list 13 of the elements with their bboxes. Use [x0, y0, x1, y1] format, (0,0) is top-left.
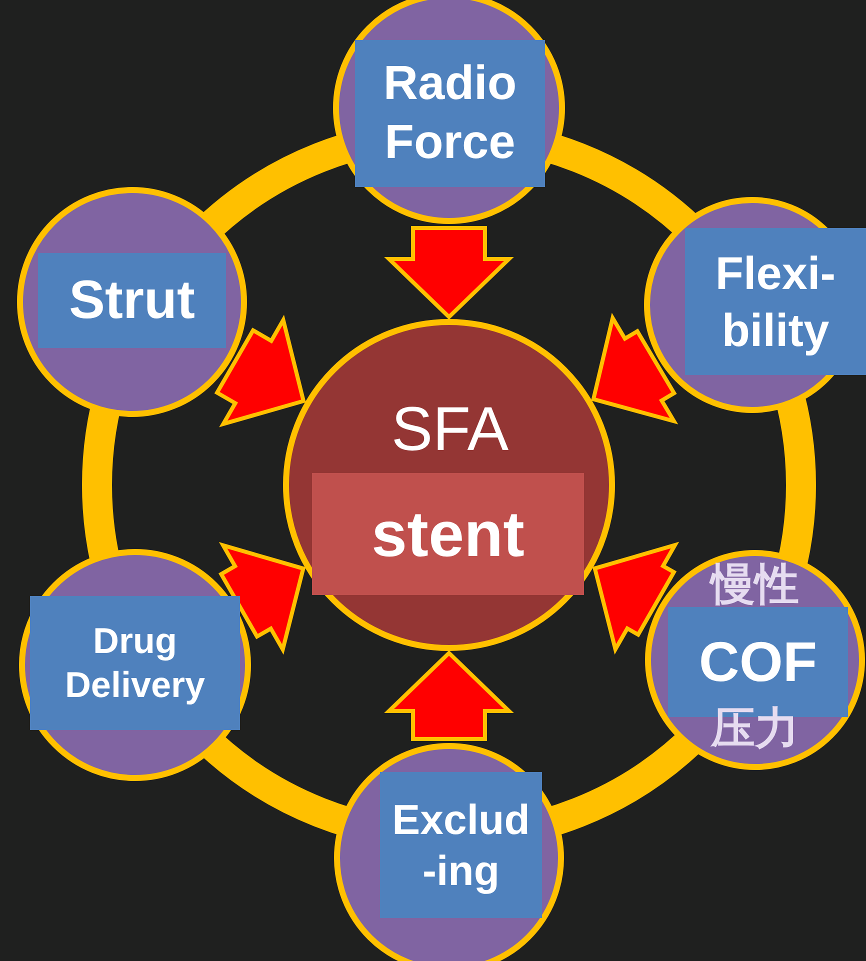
label-box: Drug Delivery: [30, 596, 240, 730]
label-box: Radio Force: [355, 40, 545, 187]
block-arrow: [384, 226, 514, 320]
title-text: SFA: [390, 394, 510, 466]
label-box: Exclud -ing: [380, 772, 542, 918]
block-arrow: [214, 314, 306, 428]
block-arrow: [384, 650, 514, 741]
block-arrow: [592, 542, 680, 655]
block-arrow: [591, 312, 678, 424]
label-box: stent: [312, 473, 584, 595]
label-box: Strut: [38, 253, 226, 348]
label-box: Flexi- bility: [685, 228, 866, 375]
block-arrow: [218, 542, 306, 655]
